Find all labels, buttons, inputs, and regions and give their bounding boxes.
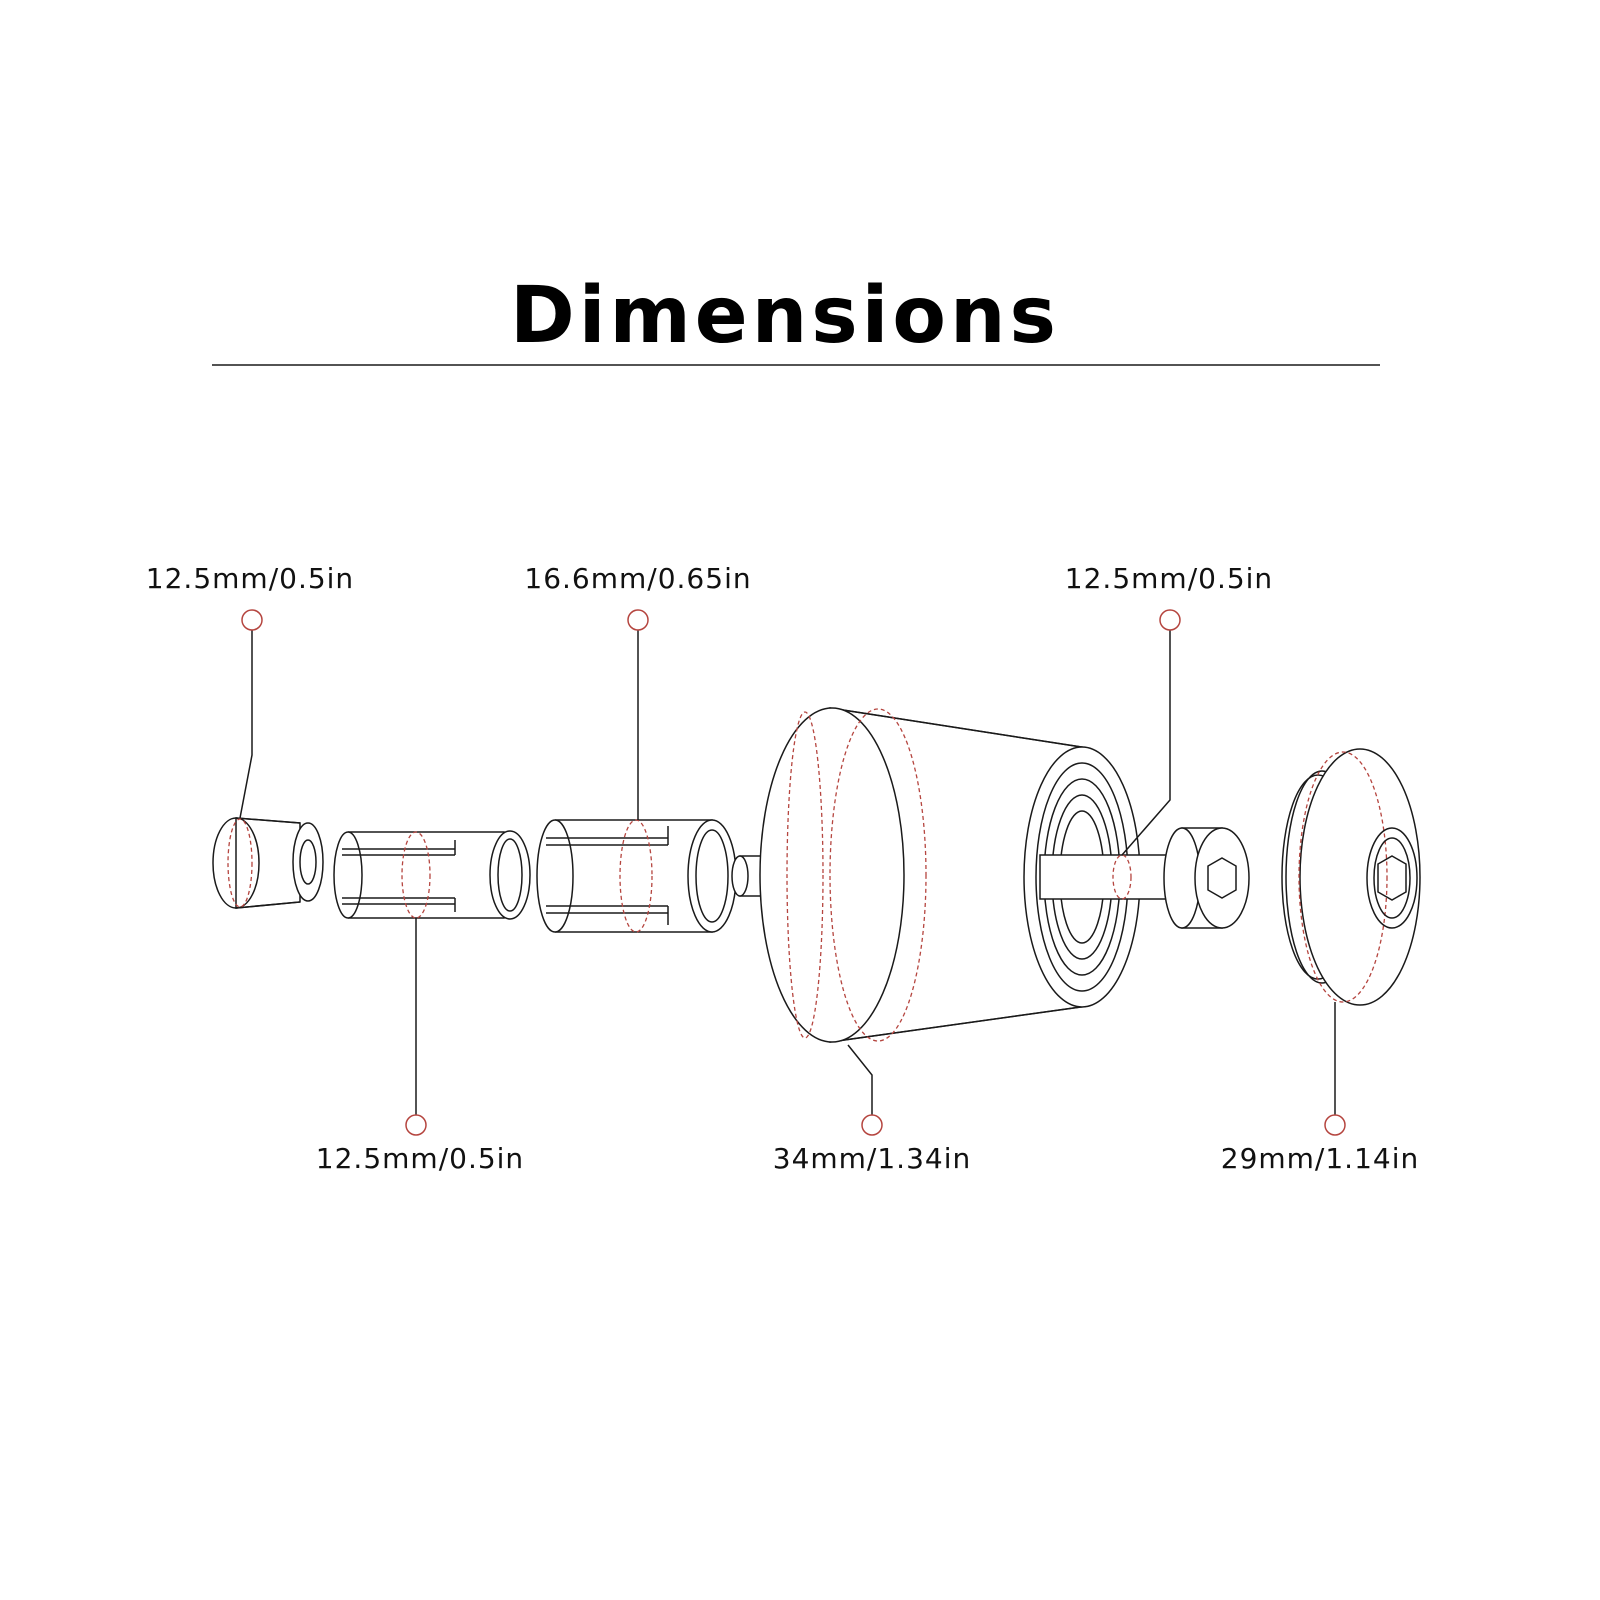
marker-top-mid: [627, 609, 649, 631]
part-slotted-sleeve: [333, 830, 531, 920]
part-large-sleeve: [536, 819, 737, 933]
leader-top-left: [239, 630, 253, 819]
label-top-left: 12.5mm/0.5in: [146, 562, 354, 595]
marker-top-right: [1159, 609, 1181, 631]
part-cone-plug: [212, 817, 324, 909]
marker-bottom-mid: [861, 1114, 883, 1136]
label-bottom-mid: 34mm/1.34in: [773, 1142, 971, 1175]
leader-bottom-mid: [847, 1044, 873, 1115]
leader-top-right: [1121, 630, 1171, 856]
marker-bottom-right: [1324, 1114, 1346, 1136]
label-top-mid: 16.6mm/0.65in: [524, 562, 751, 595]
label-bottom-left: 12.5mm/0.5in: [316, 1142, 524, 1175]
label-top-right: 12.5mm/0.5in: [1065, 562, 1273, 595]
marker-bottom-left: [405, 1114, 427, 1136]
label-bottom-right: 29mm/1.14in: [1221, 1142, 1419, 1175]
part-hex-bolt: [1039, 827, 1250, 929]
marker-top-left: [241, 609, 263, 631]
part-end-cap: [1281, 748, 1421, 1006]
page-title: Dimensions: [510, 271, 1060, 361]
